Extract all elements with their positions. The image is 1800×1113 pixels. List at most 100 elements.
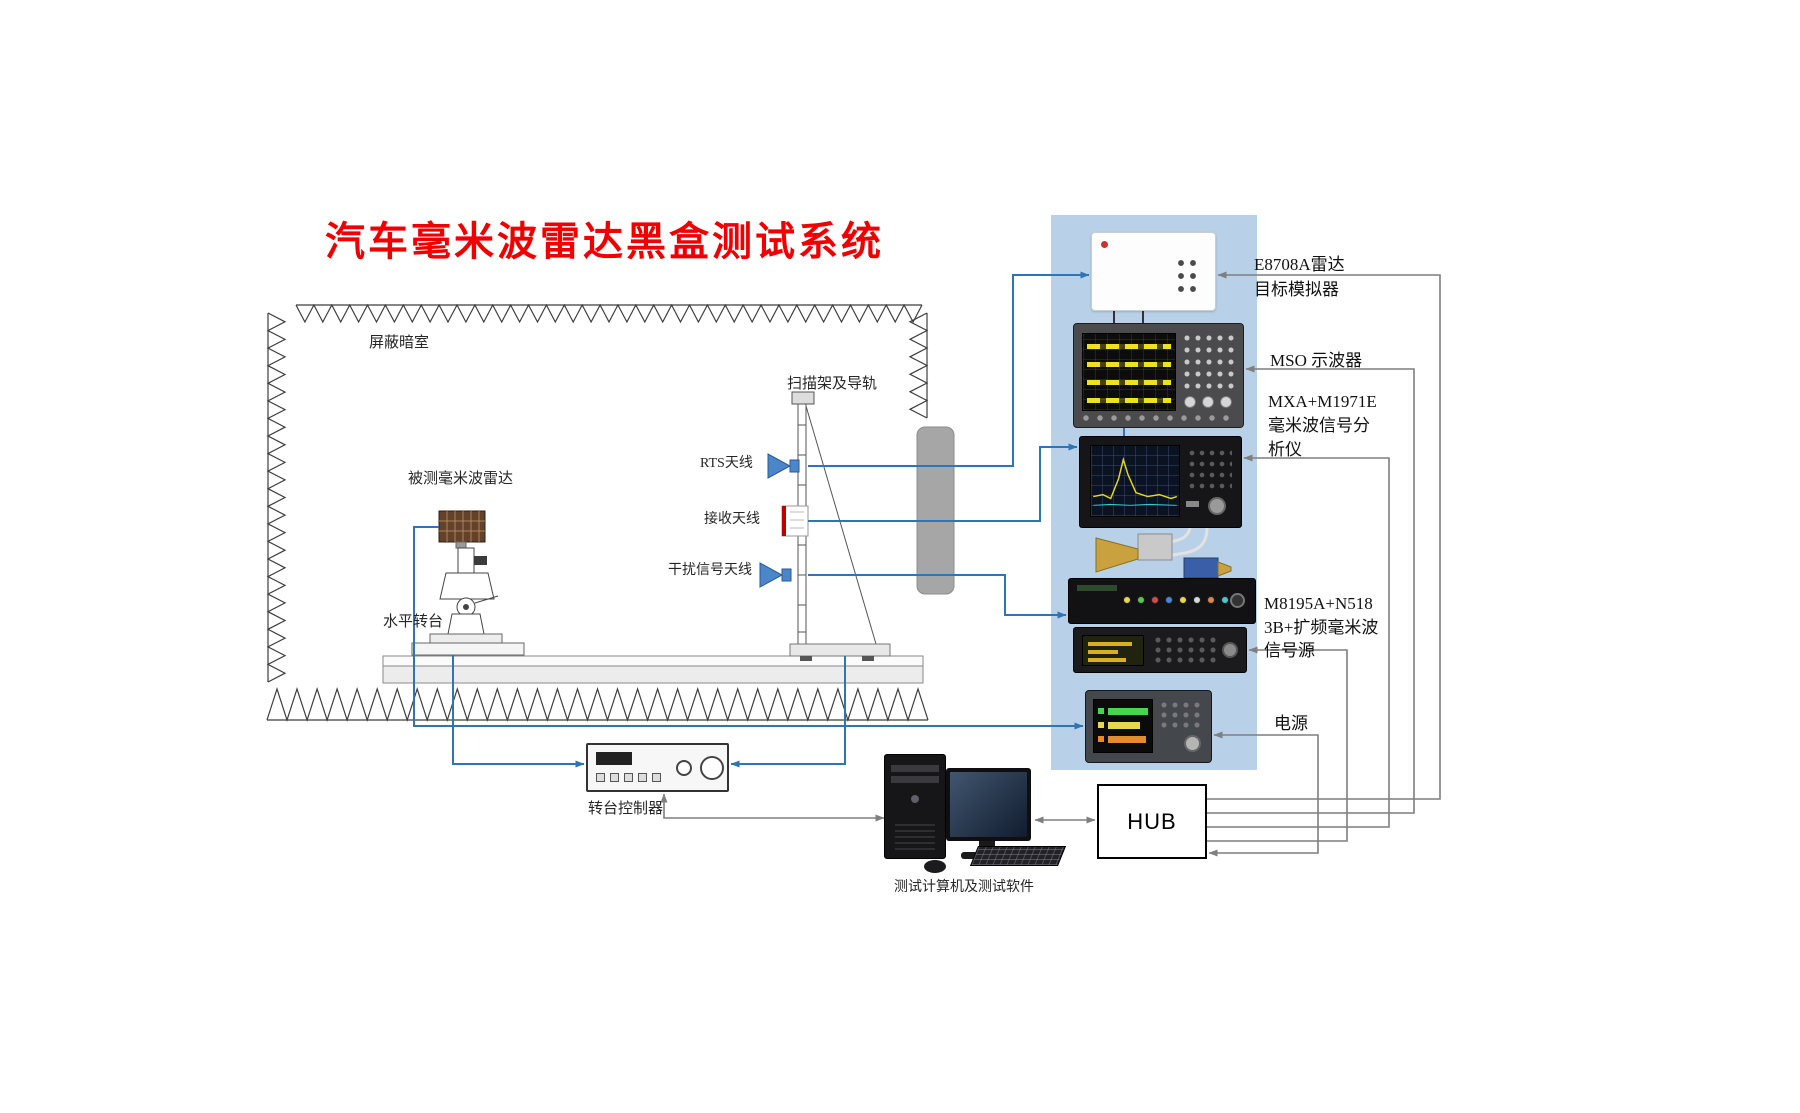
pedestal-pivot-center [463, 604, 469, 610]
diagram-title: 汽车毫米波雷达黑盒测试系统 [325, 219, 884, 264]
port-dot [1221, 596, 1229, 604]
lan-connections [660, 271, 1441, 857]
display-line [1088, 642, 1132, 646]
usb-port [1186, 501, 1199, 507]
power-supply [1085, 690, 1212, 763]
controller-buttons [596, 773, 661, 782]
knob [676, 760, 692, 776]
rts-antenna-label: RTS天线 [700, 456, 753, 471]
status-led [1098, 722, 1104, 728]
receive-antenna-detail [790, 511, 804, 529]
port-dot [1179, 596, 1187, 604]
source-label-line3: 信号源 [1264, 641, 1315, 660]
waveform-trace [1087, 398, 1171, 403]
analyzer-screen [1090, 445, 1180, 517]
link-radar-to-power [413, 526, 1084, 730]
link-hub-to-source [1207, 646, 1348, 842]
absorber-left-zigzag [266, 312, 287, 683]
interference-antenna-label: 干扰信号天线 [668, 563, 752, 578]
generator-display [1082, 635, 1144, 666]
mixer-and-horn [1095, 527, 1232, 579]
turntable-label: 水平转台 [383, 614, 444, 630]
pedestal-arm [474, 595, 499, 604]
signal-generator [1073, 627, 1247, 673]
waveform-trace [1087, 380, 1171, 385]
oscilloscope-screen [1082, 333, 1176, 411]
port-dot [1151, 596, 1159, 604]
pedestal-base [429, 633, 503, 644]
platform-front [382, 665, 924, 684]
receive-antenna-body [781, 505, 809, 537]
knob [1222, 642, 1238, 658]
link-scanner-to-controller [730, 656, 846, 768]
computer-label: 测试计算机及测试软件 [894, 880, 1034, 895]
pedestal-mast [457, 547, 475, 574]
link-hub-to-analyzer [1207, 454, 1390, 828]
port-dot [1137, 596, 1145, 604]
hub-box: HUB [1097, 784, 1207, 859]
scanner-label: 扫描架及导轨 [787, 376, 878, 392]
controller-display [596, 752, 632, 765]
knob [1184, 396, 1196, 408]
port-dot [1123, 596, 1131, 604]
waveform-trace [1087, 362, 1171, 367]
pc-tower [884, 754, 946, 859]
chamber-label: 屏蔽暗室 [369, 335, 430, 351]
analyzer-label-line1: MXA+M1971E [1268, 392, 1377, 411]
connector-dots [1177, 259, 1201, 297]
knob [1220, 396, 1232, 408]
receive-antenna-accent [782, 506, 786, 536]
mixer-block [1137, 533, 1173, 561]
analyzer-traces [1093, 456, 1178, 506]
simulator-label-line2: 目标模拟器 [1254, 280, 1339, 299]
source-label-line2: 3B+扩频毫米波 [1264, 618, 1379, 637]
floor-platform [382, 655, 924, 684]
interference-antenna-icon [759, 562, 792, 588]
controller-label: 转台控制器 [588, 801, 664, 817]
absorber-right-zigzag [908, 312, 929, 419]
absorber-top-zigzag [295, 303, 923, 324]
button [624, 773, 633, 782]
power-bar [1108, 736, 1146, 743]
receive-antenna-label: 接收天线 [704, 512, 760, 527]
rts-antenna-icon [767, 453, 800, 479]
link-pc-to-controller [660, 793, 885, 822]
upconverter-module [1183, 557, 1219, 579]
port-dot [1165, 596, 1173, 604]
pedestal-body [439, 572, 495, 600]
scanner-brace [805, 405, 877, 645]
link-hub-to-simulator [1207, 271, 1441, 800]
radar-target-simulator [1091, 232, 1216, 311]
link-power-to-hub [1208, 731, 1319, 857]
pc-keyboard [969, 846, 1067, 866]
rts-mount [789, 459, 800, 473]
port-dot [1207, 596, 1215, 604]
vents [895, 824, 935, 850]
wall-absorber-block [916, 426, 955, 595]
oscilloscope-label: MSO 示波器 [1270, 351, 1363, 370]
radar-label: 被测毫米波雷达 [408, 471, 514, 487]
pedestal-column [447, 613, 485, 635]
pc-mouse [924, 860, 946, 873]
knob [700, 756, 724, 780]
interference-horn [759, 562, 784, 588]
platform-top [382, 655, 924, 667]
link-interference-to-source [808, 574, 1067, 619]
interference-mount [781, 568, 792, 582]
button [652, 773, 661, 782]
button-grid [1183, 334, 1238, 390]
power-bar [1108, 708, 1148, 715]
oscilloscope [1073, 323, 1244, 428]
display-line [1088, 650, 1118, 654]
anechoic-chamber-absorbers [266, 303, 929, 722]
simulator-label-line1: E8708A雷达 [1254, 255, 1345, 274]
signal-connections [413, 271, 1125, 768]
horn-antenna-icon [1095, 537, 1139, 573]
awg-source [1068, 578, 1256, 624]
scanner-foot-right [862, 656, 874, 661]
module-horn-icon [1217, 561, 1232, 577]
radar-body [438, 510, 486, 543]
absorber-bottom-zigzag [266, 687, 929, 722]
